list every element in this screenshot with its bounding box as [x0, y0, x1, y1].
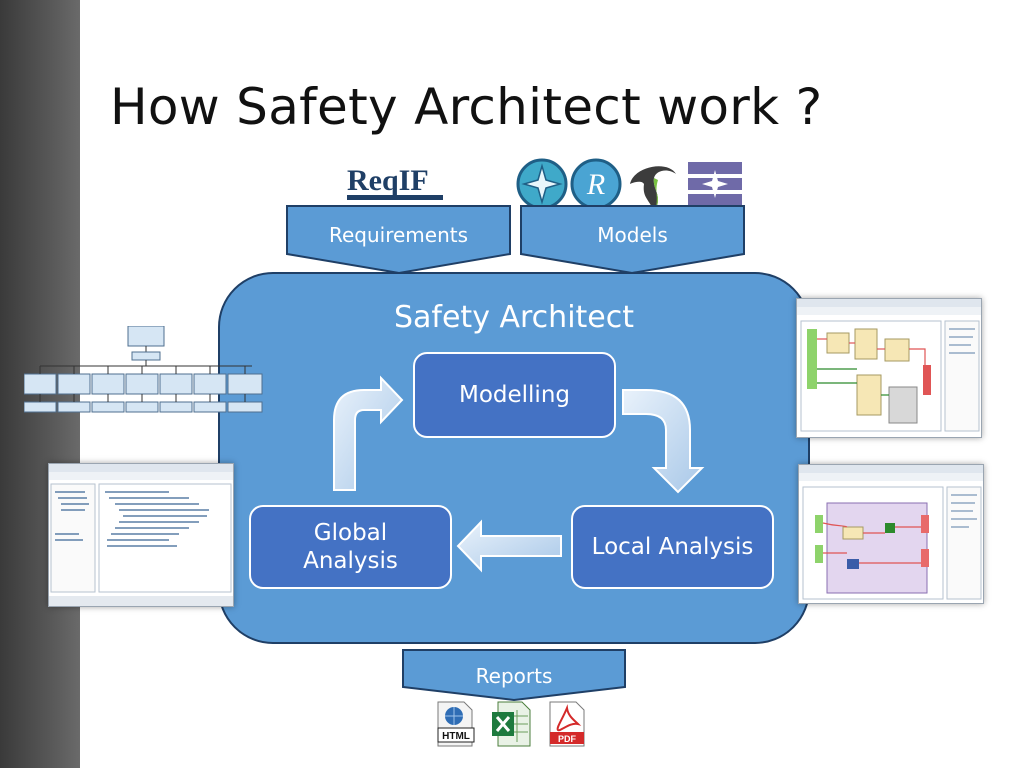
tree-view-thumbnail: [48, 463, 234, 607]
reports-callout-shape: [402, 649, 626, 702]
modelling-label: Modelling: [458, 382, 570, 408]
modelling-node: Modelling: [413, 352, 616, 438]
reqif-logo: ReqIF: [343, 160, 447, 206]
requirements-callout-shape: [286, 205, 511, 275]
excel-file-icon: [490, 700, 532, 748]
reqif-logo-text: ReqIF: [347, 164, 429, 197]
models-label: Models: [597, 223, 668, 247]
local-analysis-node: Local Analysis: [571, 505, 774, 589]
arrow-global-to-modelling: [333, 375, 404, 491]
r-logo-text: R: [586, 168, 605, 201]
global-analysis-node: Global Analysis: [249, 505, 452, 589]
global-analysis-label-line2: Analysis: [303, 548, 398, 574]
slide-title: How Safety Architect work ?: [110, 78, 823, 136]
reports-label: Reports: [475, 664, 553, 688]
block-diagram-thumbnail-top: [796, 298, 982, 438]
html-file-icon: HTML: [434, 700, 476, 748]
safety-architect-label: Safety Architect: [393, 300, 634, 335]
local-analysis-label: Local Analysis: [591, 534, 754, 560]
eclipse-bird-logo: [624, 156, 682, 214]
models-callout-shape: [520, 205, 745, 275]
stack-logo: [686, 160, 744, 210]
pdf-file-icon: PDF: [546, 700, 588, 748]
requirements-label: Requirements: [328, 223, 469, 247]
arrow-modelling-to-local: [622, 389, 705, 494]
arrow-local-to-global: [456, 519, 562, 573]
pdf-icon-label: PDF: [558, 734, 577, 744]
capella-logo: [516, 158, 568, 210]
html-icon-label: HTML: [442, 731, 470, 742]
block-diagram-thumbnail-bottom: [798, 464, 984, 604]
fault-tree-thumbnail: [23, 325, 264, 418]
global-analysis-label-line1: Global: [313, 520, 388, 546]
